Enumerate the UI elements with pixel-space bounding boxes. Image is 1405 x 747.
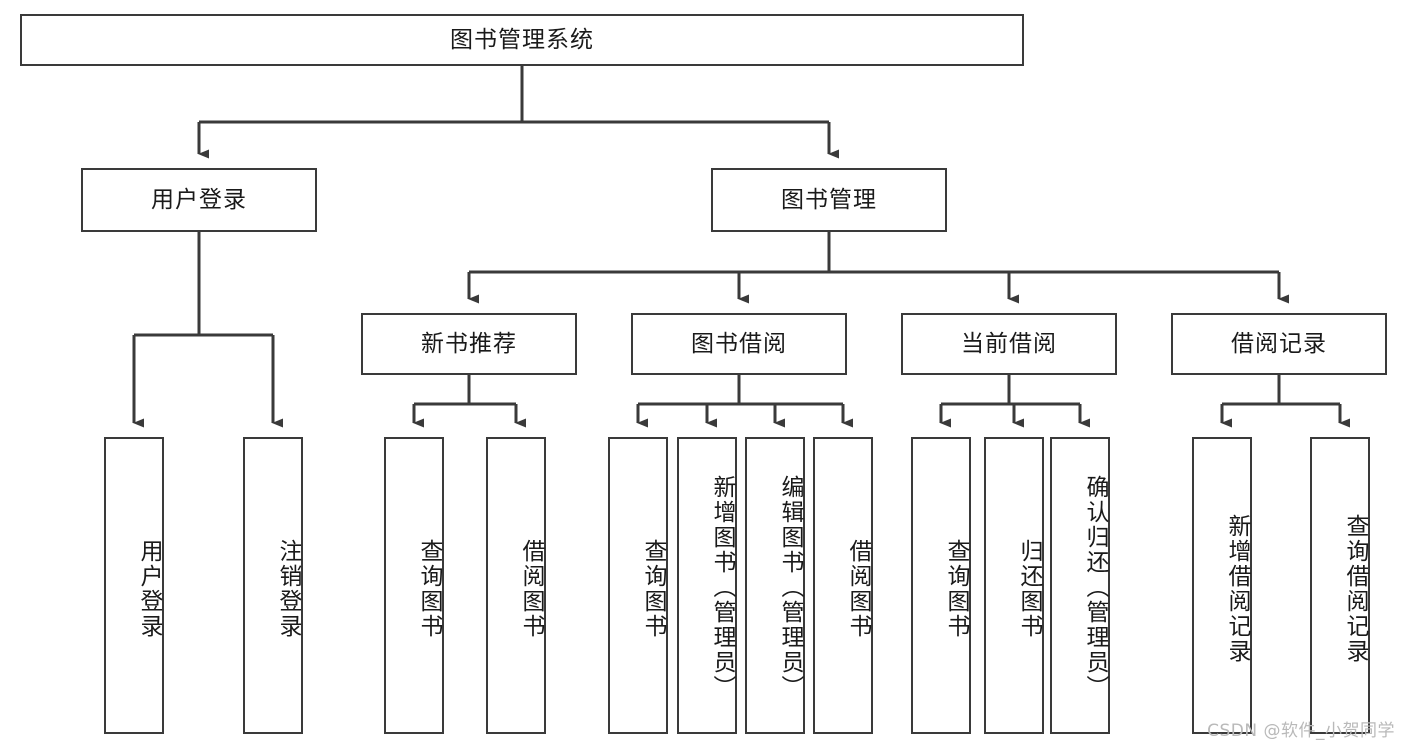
node-leaf-user-login[interactable]: 用户登录 bbox=[104, 437, 164, 734]
node-leaf-logout-label: 注销登录 bbox=[275, 538, 301, 639]
node-leaf-query-book-borrow-label: 查询图书 bbox=[640, 538, 666, 639]
node-leaf-return-book-label: 归还图书 bbox=[1016, 538, 1042, 639]
connector-group-root bbox=[197, 66, 839, 159]
node-leaf-query-book-recommend[interactable]: 查询图书 bbox=[384, 437, 444, 734]
connector-group-book-borrow bbox=[636, 375, 853, 428]
watermark-text: CSDN @软件_小贺同学 bbox=[1207, 721, 1395, 741]
node-current-borrow[interactable]: 当前借阅 bbox=[901, 313, 1117, 375]
node-leaf-borrow-book-recommend-label: 借阅图书 bbox=[518, 538, 544, 639]
node-leaf-add-borrow-record[interactable]: 新增借阅记录 bbox=[1192, 437, 1252, 734]
node-leaf-user-login-label: 用户登录 bbox=[136, 538, 162, 639]
node-leaf-query-book-recommend-label: 查询图书 bbox=[416, 538, 442, 639]
node-borrow-record-label: 借阅记录 bbox=[1231, 330, 1327, 357]
node-book-borrow[interactable]: 图书借阅 bbox=[631, 313, 847, 375]
node-new-book-recommend[interactable]: 新书推荐 bbox=[361, 313, 577, 375]
node-new-book-recommend-label: 新书推荐 bbox=[421, 330, 517, 357]
node-book-management-label: 图书管理 bbox=[781, 186, 877, 213]
connector-group-current-borrow bbox=[939, 375, 1090, 428]
node-root-label: 图书管理系统 bbox=[450, 26, 594, 53]
node-leaf-query-book-current[interactable]: 查询图书 bbox=[911, 437, 971, 734]
node-book-borrow-label: 图书借阅 bbox=[691, 330, 787, 357]
node-borrow-record[interactable]: 借阅记录 bbox=[1171, 313, 1387, 375]
node-user-login-label: 用户登录 bbox=[151, 186, 247, 213]
node-leaf-query-borrow-record[interactable]: 查询借阅记录 bbox=[1310, 437, 1370, 734]
node-leaf-borrow-book[interactable]: 借阅图书 bbox=[813, 437, 873, 734]
node-leaf-borrow-book-recommend[interactable]: 借阅图书 bbox=[486, 437, 546, 734]
node-book-management[interactable]: 图书管理 bbox=[711, 168, 947, 232]
connector-group-new-book-recommend bbox=[412, 375, 526, 428]
node-leaf-return-book[interactable]: 归还图书 bbox=[984, 437, 1044, 734]
node-leaf-logout[interactable]: 注销登录 bbox=[243, 437, 303, 734]
connector-group-borrow-record bbox=[1220, 375, 1350, 428]
node-leaf-add-borrow-record-label: 新增借阅记录 bbox=[1224, 513, 1250, 664]
node-user-login[interactable]: 用户登录 bbox=[81, 168, 317, 232]
node-root[interactable]: 图书管理系统 bbox=[20, 14, 1024, 66]
connector-group-book-management bbox=[467, 232, 1289, 304]
node-leaf-add-book-admin-label: 新增图书（管理员） bbox=[709, 475, 735, 700]
connector-group-user-login bbox=[132, 232, 283, 428]
node-leaf-borrow-book-label: 借阅图书 bbox=[845, 538, 871, 639]
node-current-borrow-label: 当前借阅 bbox=[961, 330, 1057, 357]
node-leaf-query-borrow-record-label: 查询借阅记录 bbox=[1342, 513, 1368, 664]
node-leaf-add-book-admin[interactable]: 新增图书（管理员） bbox=[677, 437, 737, 734]
node-leaf-query-book-current-label: 查询图书 bbox=[943, 538, 969, 639]
node-leaf-query-book-borrow[interactable]: 查询图书 bbox=[608, 437, 668, 734]
node-leaf-edit-book-admin[interactable]: 编辑图书（管理员） bbox=[745, 437, 805, 734]
node-leaf-confirm-return-admin-label: 确认归还（管理员） bbox=[1082, 475, 1108, 700]
node-leaf-confirm-return-admin[interactable]: 确认归还（管理员） bbox=[1050, 437, 1110, 734]
node-leaf-edit-book-admin-label: 编辑图书（管理员） bbox=[777, 475, 803, 700]
